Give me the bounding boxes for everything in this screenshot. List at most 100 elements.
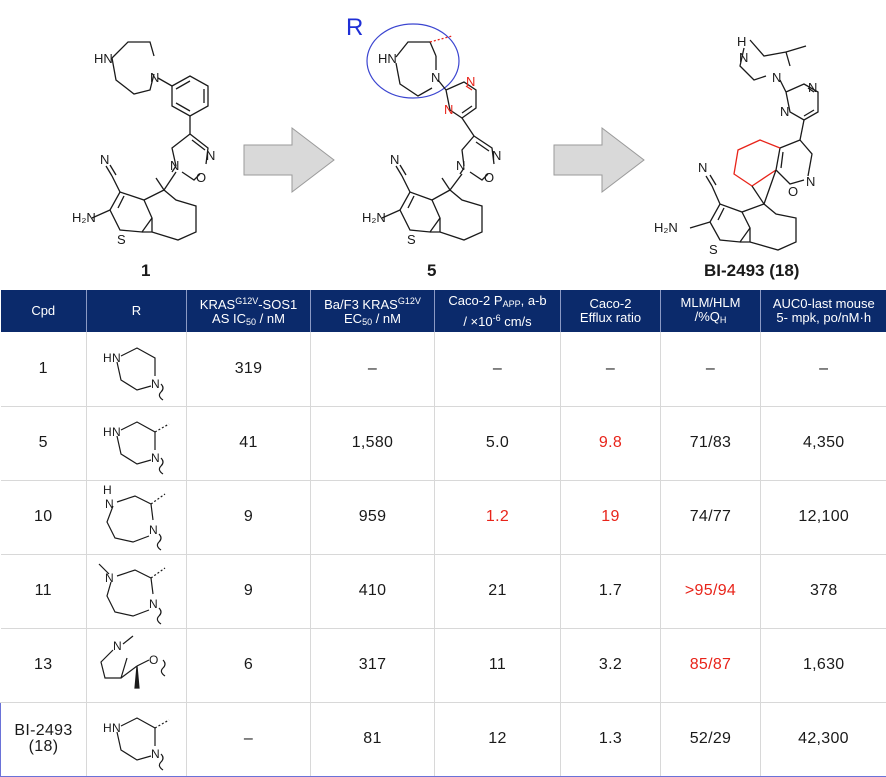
cell-auc: 1,630: [760, 628, 886, 703]
cell-cpd: 1: [0, 332, 87, 407]
cell-kras: 9: [186, 480, 311, 555]
r-atom-n: N: [151, 377, 160, 391]
bi-n1: N: [739, 50, 748, 65]
cell-caco2: 11: [434, 628, 561, 703]
r-atom-n: N: [113, 639, 122, 653]
bi-pyr-n1: N: [808, 80, 817, 95]
r-atom-n2: N: [149, 523, 158, 537]
r-atom-hn: HN: [103, 351, 121, 365]
cell-cpd: BI-2493(18): [0, 701, 87, 777]
r-group-piperazine: HN N: [103, 347, 164, 401]
synthesis-scheme: HN N N N O N H₂N S 1: [72, 14, 819, 280]
bi-amine: H₂N: [654, 220, 678, 235]
r-atom-n: N: [151, 747, 160, 761]
cell-efflux: 19: [560, 480, 661, 555]
cmpd1-oxa-o: O: [196, 170, 206, 185]
header-cpd: Cpd: [0, 290, 87, 332]
cell-auc: 12,100: [760, 480, 886, 555]
header-mlm-hlm: MLM/HLM/%QH: [660, 290, 761, 332]
bi-isox-o: O: [788, 184, 798, 199]
r-atom-n1: N: [105, 497, 114, 511]
cell-baf3: 1,580: [310, 406, 435, 481]
cell-auc: –: [760, 332, 886, 407]
compound-5-structure: [366, 23, 495, 241]
cmpd5-n: N: [431, 70, 440, 85]
header-caco2-papp: Caco-2 PAPP, a-b/ ×10-6 cm/s: [434, 290, 561, 332]
cell-kras: 319: [186, 332, 311, 407]
table-row-highlighted: BI-2493(18) HN N – 81 12: [0, 701, 886, 777]
table-row: 10 H N N 9 959 1.2: [0, 480, 886, 555]
cell-mlm-hlm: 85/87: [660, 628, 761, 703]
r-group-methyldiazepane: N N: [98, 563, 165, 625]
cell-efflux: 3.2: [560, 628, 661, 703]
cell-kras: 9: [186, 554, 311, 629]
cmpd1-nitrile-n: N: [100, 152, 109, 167]
cell-baf3: 81: [310, 701, 435, 777]
cmpd5-pyr-n2: N: [444, 102, 453, 117]
cell-auc: 4,350: [760, 406, 886, 481]
table-row: 11 N N 9 410 21: [0, 554, 886, 629]
table-row: 13 N O 6 3: [0, 628, 886, 703]
cmpd1-hn: HN: [94, 51, 113, 66]
cell-r-group: N O: [86, 628, 187, 703]
cell-baf3: 959: [310, 480, 435, 555]
cell-caco2: 1.2: [434, 480, 561, 555]
cmpd5-oxa-n1: N: [456, 158, 465, 173]
cell-auc: 42,300: [760, 701, 886, 777]
cell-cpd: 11: [0, 554, 87, 629]
cmpd1-oxa-n2: N: [206, 148, 215, 163]
cmpd5-hn: HN: [378, 51, 397, 66]
r-group-label: R: [346, 14, 363, 41]
cmpd1-amine: H₂N: [72, 210, 96, 225]
compound-bi2493-structure: [689, 39, 819, 251]
r-group-pyrrolidinyl-ethoxy: N O: [99, 635, 166, 689]
cell-efflux: –: [560, 332, 661, 407]
cmpd5-s: S: [407, 232, 416, 247]
bi-n2: N: [772, 70, 781, 85]
bi-h: H: [737, 34, 746, 49]
bi-nitrile-n: N: [698, 160, 707, 175]
cell-efflux: 9.8: [560, 406, 661, 481]
table-row: 5 HN N 41 1,580 5.0 9.8: [0, 406, 886, 481]
r-atom-hn: HN: [103, 721, 121, 735]
r-atom-h: H: [103, 483, 112, 497]
r-group-diazepane: H N N: [103, 483, 165, 551]
cell-caco2: 5.0: [434, 406, 561, 481]
cell-baf3: –: [310, 332, 435, 407]
cell-kras: 6: [186, 628, 311, 703]
r-atom-n: N: [151, 451, 160, 465]
r-atom-o: O: [149, 653, 159, 667]
cell-mlm-hlm: 52/29: [660, 701, 761, 777]
compound-5-label: 5: [427, 261, 436, 280]
cmpd5-amine: H₂N: [362, 210, 386, 225]
cell-r-group: HN N: [86, 701, 187, 777]
bi-isox-n: N: [806, 174, 815, 189]
cell-caco2: –: [434, 332, 561, 407]
cmpd1-n: N: [150, 70, 159, 85]
cell-kras: –: [186, 701, 311, 777]
cell-r-group: N N: [86, 554, 187, 629]
r-atom-hn: HN: [103, 425, 121, 439]
cmpd5-nitrile-n: N: [390, 152, 399, 167]
cell-efflux: 1.7: [560, 554, 661, 629]
reaction-arrow-2: [553, 126, 645, 194]
cell-cpd: 10: [0, 480, 87, 555]
bi-pyr-n2: N: [780, 104, 789, 119]
compound-1-label: 1: [141, 261, 150, 280]
cell-baf3: 410: [310, 554, 435, 629]
cell-caco2: 12: [434, 701, 561, 777]
r-atom-n2: N: [149, 597, 158, 611]
cell-r-group: HN N: [86, 406, 187, 481]
cmpd5-pyr-n1: N: [466, 74, 475, 89]
r-group-methylpiperazine: HN N: [103, 717, 169, 771]
table-row: 1 HN N 319 – – – – –: [0, 332, 886, 407]
cell-mlm-hlm: 71/83: [660, 406, 761, 481]
compound-bi2493-label: BI-2493 (18): [704, 261, 799, 280]
r-group-methylpiperazine: HN N: [103, 421, 169, 475]
cell-cpd: 5: [0, 406, 87, 481]
